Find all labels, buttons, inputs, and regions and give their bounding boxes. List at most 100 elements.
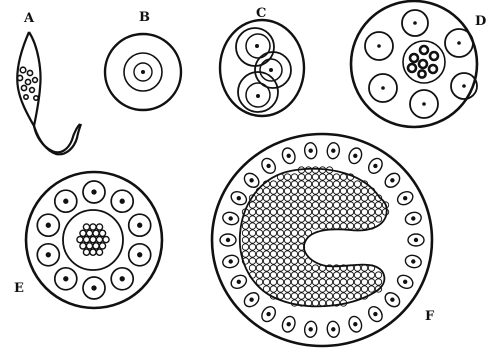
cell-e-mass-granule	[90, 224, 96, 230]
cell-f-mass-granule	[319, 216, 325, 222]
cell-f-ring-nucleus	[354, 323, 357, 326]
cell-f-ring-nucleus	[415, 239, 418, 242]
cell-f-mass-granule	[298, 174, 304, 180]
cell-f-mass-granule	[277, 293, 283, 299]
cell-f-mass-granule	[249, 216, 255, 222]
cell-f-mass-granule	[263, 279, 269, 285]
cell-f-mass-granule	[375, 279, 381, 285]
cell-f-mass-granule	[305, 286, 311, 292]
cell-f-ring-nucleus	[309, 328, 312, 331]
cell-f-ring-nucleus	[332, 328, 335, 331]
cell-f-mass-granule	[249, 265, 255, 271]
cell-f-mass-granule	[340, 181, 346, 187]
cell-e-mass-granule	[90, 249, 96, 255]
cell-f-mass-granule	[277, 188, 283, 194]
cell-f-mass-granule	[312, 188, 318, 194]
cell-f-mass-granule	[298, 251, 304, 257]
cell-f-mass-granule	[242, 223, 248, 229]
cell-a-drawing	[17, 32, 81, 154]
cell-f-mass-granule	[263, 188, 269, 194]
cell-f-ring-nucleus	[412, 217, 415, 220]
cell-f-mass-granule	[256, 216, 262, 222]
cell-f-mass-granule	[354, 272, 360, 278]
cell-f-mass-granule	[270, 230, 276, 236]
cell-f-mass-granule	[291, 181, 297, 187]
cell-f-mass-granule	[284, 181, 290, 187]
cell-e-ring-nucleus	[92, 286, 96, 290]
cell-f-mass-granule	[347, 202, 353, 208]
cell-f-mass-granule	[284, 286, 290, 292]
cell-e-drawing	[26, 172, 162, 308]
cell-f-mass-granule	[354, 223, 360, 229]
cell-f-ring-nucleus	[237, 197, 240, 200]
cell-f-mass-granule	[347, 181, 353, 187]
cell-f-mass-granule	[291, 188, 297, 194]
cell-f-mass-granule	[256, 279, 262, 285]
cell-f-mass-granule	[242, 237, 248, 243]
cell-f-mass-granule	[333, 195, 339, 201]
cell-f-mass-granule	[284, 293, 290, 299]
cell-f-mass-granule	[249, 209, 255, 215]
cell-f-mass-granule	[284, 209, 290, 215]
cell-f-mass-granule	[298, 237, 304, 243]
cell-f-mass-granule	[270, 279, 276, 285]
cell-f-mass-granule	[326, 272, 332, 278]
cell-f-mass-granule	[298, 286, 304, 292]
cell-f-mass-granule	[270, 272, 276, 278]
cell-f-mass-granule	[340, 188, 346, 194]
cell-f-mass-granule	[340, 223, 346, 229]
cell-f-mass-granule	[312, 293, 318, 299]
cell-f-mass-granule	[263, 202, 269, 208]
cell-f-mass-granule	[340, 279, 346, 285]
cell-e-mass-granule	[96, 249, 102, 255]
cell-f-mass-granule	[326, 195, 332, 201]
cell-f-mass-granule	[291, 230, 297, 236]
cell-f-mass-granule	[298, 223, 304, 229]
cell-e-mass-granule	[103, 237, 109, 243]
label-c: C	[256, 6, 266, 21]
cell-f-mass-granule	[368, 272, 374, 278]
cell-f-mass-granule	[354, 202, 360, 208]
cell-f-mass-granule	[326, 174, 332, 180]
cell-f-mass-granule	[277, 195, 283, 201]
cell-f-mass-granule	[305, 188, 311, 194]
cell-f-mass-granule	[312, 300, 318, 306]
cell-f-mass-granule	[263, 209, 269, 215]
cell-f-mass-granule	[277, 223, 283, 229]
cell-f-mass-granule	[298, 209, 304, 215]
cell-f-ring-nucleus	[250, 179, 253, 182]
cell-f-mass-granule	[354, 195, 360, 201]
cell-f-mass-granule	[312, 181, 318, 187]
cell-c-drawing	[220, 20, 304, 116]
cell-f-mass-granule	[361, 202, 367, 208]
cell-f-mass-granule	[361, 195, 367, 201]
cell-f-mass-granule	[298, 272, 304, 278]
cell-f-mass-granule	[270, 216, 276, 222]
cell-f-mass-granule	[256, 209, 262, 215]
cell-f-mass-granule	[312, 272, 318, 278]
cell-f-mass-granule	[277, 258, 283, 264]
cell-f-mass-granule	[242, 244, 248, 250]
cell-f-mass-granule	[298, 188, 304, 194]
cell-e-mass-granule	[96, 224, 102, 230]
cell-f-mass-granule	[284, 251, 290, 257]
cell-f-mass-granule	[270, 209, 276, 215]
cell-f-mass-granule	[291, 195, 297, 201]
cell-f-mass-granule	[333, 272, 339, 278]
cell-f-mass-granule	[326, 223, 332, 229]
cell-f-mass-granule	[277, 181, 283, 187]
cell-f-mass-granule	[305, 209, 311, 215]
cell-f-mass-granule	[319, 300, 325, 306]
cell-f-mass-granule	[291, 237, 297, 243]
cell-f-ring-nucleus	[404, 280, 407, 283]
cell-f-mass-granule	[340, 209, 346, 215]
cell-f-mass-granule	[375, 272, 381, 278]
cell-f-mass-granule	[375, 209, 381, 215]
cell-f-mass-granule	[354, 279, 360, 285]
cell-f-mass-granule	[277, 251, 283, 257]
cell-f-mass-granule	[284, 230, 290, 236]
cell-f-ring-nucleus	[374, 313, 377, 316]
cell-e-mass-granule	[90, 237, 96, 243]
cell-f-mass-granule	[270, 251, 276, 257]
cell-f-mass-granule	[291, 202, 297, 208]
